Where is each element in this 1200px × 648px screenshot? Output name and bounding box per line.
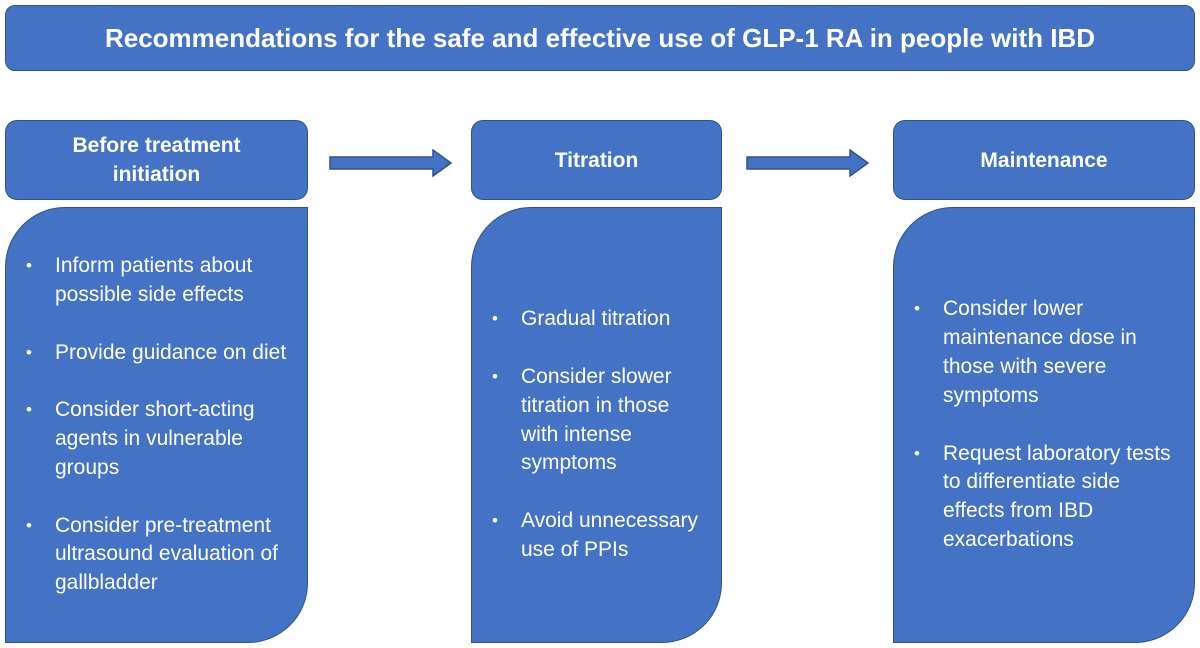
stage-body-maintenance: Consider lower maintenance dose in those… [893,207,1195,643]
stage-body-titration: Gradual titration Consider slower titrat… [471,207,722,643]
right-arrow-icon [746,149,870,177]
list-item: Consider short-acting agents in vulnerab… [26,396,293,482]
list-item: Consider lower maintenance dose in those… [914,295,1180,410]
recommendation-list: Gradual titration Consider slower titrat… [492,305,707,565]
stage-body-before-treatment: Inform patients about possible side effe… [5,207,308,643]
recommendation-list: Consider lower maintenance dose in those… [914,295,1180,554]
list-item: Avoid unnecessary use of PPIs [492,507,707,565]
stage-header-label: Before treatment initiation [72,134,241,186]
list-item: Provide guidance on diet [26,339,293,368]
list-item: Request laboratory tests to differentiat… [914,440,1180,555]
diagram-title: Recommendations for the safe and effecti… [5,5,1195,71]
list-item: Inform patients about possible side effe… [26,252,293,310]
list-item: Consider pre-treatment ultrasound evalua… [26,512,293,598]
diagram-title-text: Recommendations for the safe and effecti… [104,22,1096,53]
right-arrow-icon [329,149,453,177]
list-item: Consider slower titration in those with … [492,363,707,478]
stage-header-label: Titration [554,148,639,172]
recommendation-list: Inform patients about possible side effe… [26,252,293,598]
list-item: Gradual titration [492,305,707,334]
stage-header-titration: Titration [471,120,722,200]
stage-header-before-treatment: Before treatment initiation [5,120,308,200]
stage-header-label: Maintenance [980,148,1108,172]
stage-header-maintenance: Maintenance [893,120,1195,200]
